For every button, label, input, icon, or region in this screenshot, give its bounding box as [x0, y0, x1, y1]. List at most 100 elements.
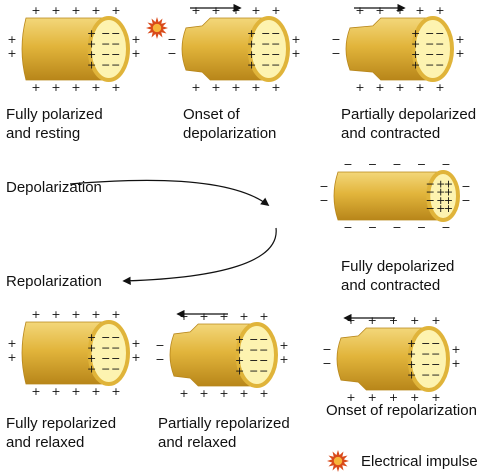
- charge-sign: +: [279, 339, 288, 352]
- charge-sign: −: [167, 47, 176, 60]
- charge-sign: +: [431, 314, 440, 327]
- charge-sign: −: [111, 331, 120, 344]
- charge-sign: +: [31, 385, 40, 398]
- charge-sign: +: [31, 4, 40, 17]
- caption-onset-depolarization: Onset of depolarization: [183, 105, 276, 143]
- charge-sign: +: [247, 59, 256, 72]
- charge-sign: +: [389, 391, 398, 404]
- charge-sign: −: [435, 48, 444, 61]
- charge-sign: +: [411, 59, 420, 72]
- charge-sign: −: [461, 180, 470, 193]
- cell-face: [426, 170, 460, 222]
- cell-face: [87, 16, 130, 82]
- charge-sign: +: [231, 4, 240, 17]
- charge-sign: +: [131, 351, 140, 364]
- charge-sign: +: [87, 342, 96, 355]
- charge-sign: −: [271, 48, 280, 61]
- charge-sign: −: [271, 59, 280, 72]
- charge-sign: +: [91, 4, 100, 17]
- charge-sign: +: [395, 4, 404, 17]
- charge-sign: +: [131, 337, 140, 350]
- charge-sign: +: [211, 4, 220, 17]
- caption-line: Partially repolarized: [158, 415, 290, 432]
- charge-sign: −: [261, 27, 270, 40]
- charge-sign: +: [31, 81, 40, 94]
- charge-sign: +: [271, 81, 280, 94]
- cell-body: [169, 323, 258, 387]
- charge-sign: +: [87, 38, 96, 51]
- charge-sign: −: [155, 339, 164, 352]
- charge-sign: −: [368, 221, 377, 234]
- charge-sign: +: [71, 308, 80, 321]
- repolarization-label: Repolarization: [6, 273, 102, 290]
- charge-sign: +: [51, 308, 60, 321]
- charge-sign: +: [87, 363, 96, 376]
- charge-sign: +: [415, 81, 424, 94]
- cell-partially-repolarized-relaxed: −−−−−−−−++++++++++++++−−++: [155, 309, 289, 400]
- charge-sign: +: [455, 33, 464, 46]
- cell-fully-repolarized-relaxed: −−−−−−−−++++++++++++++++++: [7, 308, 140, 398]
- charge-sign: −: [426, 194, 435, 207]
- cell-fully-polarized-resting: −−−−−−−−++++++++++++++++++: [7, 4, 140, 94]
- charge-sign: +: [179, 310, 188, 323]
- charge-sign: −: [322, 343, 331, 356]
- caption-line: Fully repolarized: [6, 415, 117, 432]
- charge-sign: −: [101, 59, 110, 72]
- charge-sign: −: [426, 177, 435, 190]
- caption-line: Onset of: [183, 106, 240, 123]
- starburst-core: [152, 23, 162, 33]
- charge-sign: +: [239, 310, 248, 323]
- caption-line: and resting: [6, 125, 81, 142]
- charge-sign: +: [455, 47, 464, 60]
- charge-sign: −: [111, 38, 120, 51]
- charge-sign: −: [331, 47, 340, 60]
- charge-sign: +: [7, 47, 16, 60]
- charge-sign: −: [421, 337, 430, 350]
- charge-sign: −: [322, 357, 331, 370]
- cell-face: [235, 322, 278, 388]
- cell-face: [411, 16, 454, 82]
- charge-sign: +: [87, 331, 96, 344]
- caption-line: and contracted: [341, 125, 441, 142]
- charge-sign: +: [87, 27, 96, 40]
- charge-sign: −: [261, 48, 270, 61]
- charge-sign: +: [436, 186, 445, 199]
- caption-line: Fully polarized: [6, 106, 103, 123]
- charge-sign: −: [259, 344, 268, 357]
- caption-line: and relaxed: [158, 434, 237, 451]
- charge-sign: −: [261, 59, 270, 72]
- charge-sign: −: [425, 48, 434, 61]
- charge-sign: +: [191, 4, 200, 17]
- charge-sign: +: [407, 369, 416, 382]
- charge-sign: −: [101, 48, 110, 61]
- charge-sign: +: [395, 81, 404, 94]
- caption-partially-depolarized-contracted: Partially depolarized and contracted: [341, 105, 476, 143]
- charge-sign: +: [91, 81, 100, 94]
- charge-sign: +: [375, 81, 384, 94]
- charge-sign: −: [461, 194, 470, 207]
- starburst-core: [333, 456, 343, 466]
- charge-sign: −: [259, 354, 268, 367]
- charge-sign: −: [417, 221, 426, 234]
- charge-sign: +: [235, 333, 244, 346]
- charge-sign: +: [389, 314, 398, 327]
- caption-onset-repolarization: Onset of repolarization: [326, 401, 477, 420]
- charge-sign: +: [355, 4, 364, 17]
- cells-layer: −−−−−−−−++++++++++++++++++−−−−−−−−++++++…: [7, 3, 471, 404]
- charge-sign: +: [431, 391, 440, 404]
- charge-sign: +: [444, 177, 453, 190]
- charge-sign: +: [407, 348, 416, 361]
- caption-partially-repolarized-relaxed: Partially repolarized and relaxed: [158, 414, 290, 452]
- charge-sign: +: [407, 337, 416, 350]
- caption-fully-depolarized-contracted: Fully depolarized and contracted: [341, 257, 454, 295]
- charge-sign: +: [375, 4, 384, 17]
- charge-sign: −: [319, 180, 328, 193]
- charge-sign: +: [131, 33, 140, 46]
- charge-sign: −: [259, 365, 268, 378]
- depolarization-label: Depolarization: [6, 179, 102, 196]
- charge-sign: −: [155, 353, 164, 366]
- charge-sign: −: [111, 48, 120, 61]
- depolarization-arrow: [69, 179, 270, 207]
- charge-sign: +: [436, 194, 445, 207]
- charge-sign: −: [271, 27, 280, 40]
